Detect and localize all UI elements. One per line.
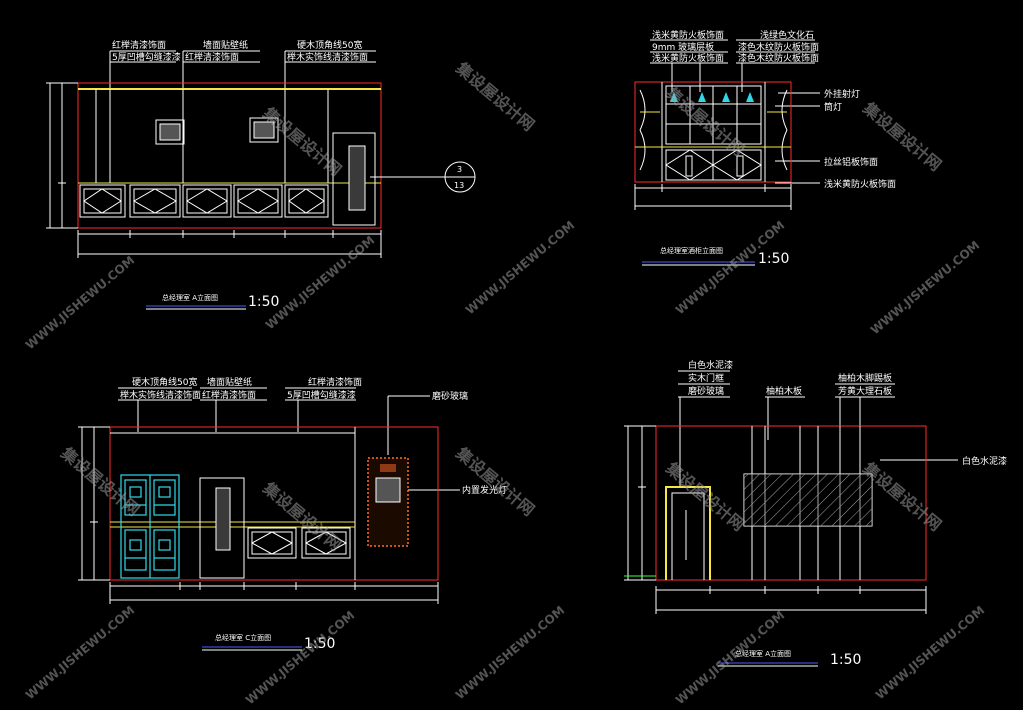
watermark-cn-3: 集设屋设计网	[662, 83, 749, 160]
watermark-en-1: WWW.JISHEWU.COM	[23, 253, 137, 352]
d3-side-top: 磨砂玻璃	[432, 390, 468, 402]
watermark-en-4: WWW.JISHEWU.COM	[673, 218, 787, 317]
d4-right-1: 柚柏木脚踢板	[838, 372, 892, 384]
d2-right-1: 浅绿色文化石	[760, 29, 814, 41]
watermark-en-2: WWW.JISHEWU.COM	[263, 233, 377, 332]
d2-side-4: 浅米黄防火板饰面	[824, 178, 896, 190]
elevation-a-bottom-right	[624, 370, 958, 667]
d1-label-2b: 红榉清漆饰面	[185, 51, 239, 63]
d3-label-2b: 红榉清漆饰面	[202, 389, 256, 401]
d2-title: 总经理室酒柜立面图	[660, 246, 723, 255]
d4-side-right: 白色水泥漆	[962, 455, 1007, 467]
d3-label-2a: 墙面贴壁纸	[207, 376, 252, 388]
d2-side-1: 外挂射灯	[824, 88, 860, 100]
d4-stack-1: 白色水泥漆	[688, 359, 733, 371]
elevation-wine-cabinet	[634, 39, 820, 266]
d2-side-3: 拉丝铝板饰面	[824, 156, 878, 168]
d3-label-1b: 榉木实饰线清漆饰面	[120, 389, 201, 401]
d1-label-1b: 5厚凹槽勾缝漆漆	[112, 51, 181, 63]
d3-scale: 1:50	[304, 636, 335, 652]
d2-left-3: 浅米黄防火板饰面	[652, 52, 724, 64]
d3-label-3b: 5厚凹槽勾缝漆漆	[287, 389, 356, 401]
d2-right-3: 漆色木纹防火板饰面	[738, 52, 819, 64]
d4-mid: 柚柏木板	[766, 385, 802, 397]
d3-label-1a: 硬木顶角线50宽	[132, 376, 197, 388]
d1-label-3a: 硬木顶角线50宽	[297, 39, 362, 51]
d3-title: 总经理室 C立面图	[215, 633, 271, 642]
d2-scale: 1:50	[758, 251, 789, 267]
watermark-en-8: WWW.JISHEWU.COM	[453, 603, 567, 702]
watermark-en-6: WWW.JISHEWU.COM	[23, 603, 137, 702]
watermark-cn-6: 集设屋设计网	[452, 443, 539, 520]
watermark-en-10: WWW.JISHEWU.COM	[873, 603, 987, 702]
d2-left-1: 浅米黄防火板饰面	[652, 29, 724, 41]
watermark-cn-1: 集设屋设计网	[452, 58, 539, 135]
d4-stack-2: 实木门框	[688, 372, 724, 384]
d1-scale: 1:50	[248, 294, 279, 310]
watermark-cn-2: 集设屋设计网	[259, 103, 346, 180]
d1-title: 总经理室 A立面图	[162, 293, 218, 302]
d2-right-2: 漆色木纹防火板饰面	[738, 41, 819, 53]
d1-label-1a: 红榉清漆饰面	[112, 39, 166, 51]
d1-label-3b: 榉木实饰线清漆饰面	[287, 51, 368, 63]
d4-right-2: 芳黄大理石板	[838, 385, 892, 397]
watermark-cn-8: 集设屋设计网	[662, 458, 749, 535]
d4-stack-3: 磨砂玻璃	[688, 385, 724, 397]
d2-side-2: 筒灯	[824, 101, 842, 113]
d4-scale: 1:50	[830, 652, 861, 668]
elevation-c-bottom-left	[78, 387, 460, 651]
d1-label-2a: 墙面贴壁纸	[203, 39, 248, 51]
watermark-en-3: WWW.JISHEWU.COM	[463, 218, 577, 317]
d4-title: 总经理室 A立面图	[735, 649, 791, 658]
d1-callout-bottom: 13	[454, 181, 464, 190]
watermark-en-5: WWW.JISHEWU.COM	[868, 238, 982, 337]
d1-callout-top: 3	[457, 165, 462, 174]
watermark-cn-5: 集设屋设计网	[57, 443, 144, 520]
d2-left-2: 9mm 玻璃层板	[652, 41, 714, 53]
elevation-a-top-left	[46, 50, 476, 310]
d3-side-mid: 内置发光灯	[462, 484, 507, 496]
watermark-en-7: WWW.JISHEWU.COM	[243, 608, 357, 707]
d3-label-3a: 红榉清漆饰面	[308, 376, 362, 388]
